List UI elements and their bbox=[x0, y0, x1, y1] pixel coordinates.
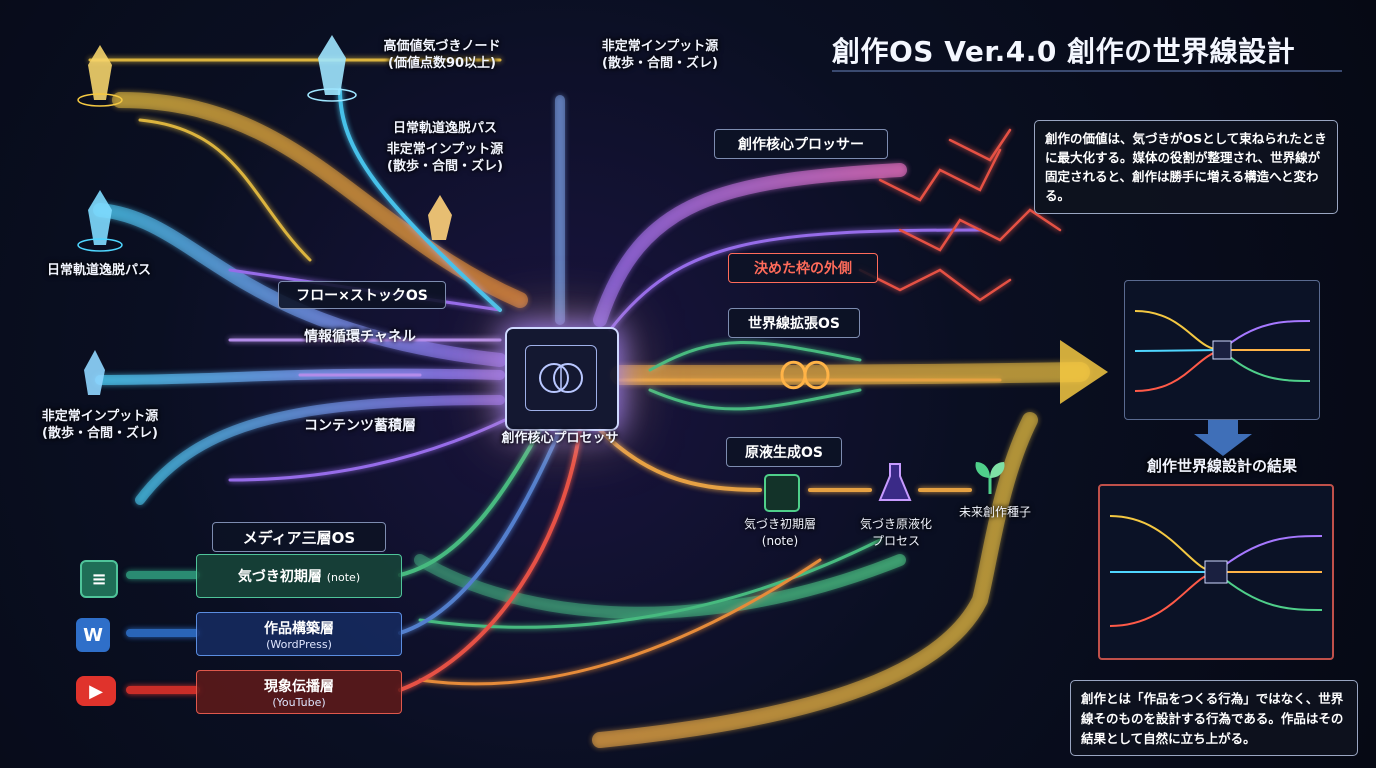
title-divider bbox=[832, 70, 1342, 72]
output-arrow bbox=[1060, 340, 1108, 404]
unusual-input-mid-label: 非定常インプット源 (散歩・合間・ズレ) bbox=[386, 142, 504, 174]
awareness-liquid-step-label: 気づき原液化 プロセス bbox=[859, 517, 932, 548]
flow-orange-main bbox=[610, 362, 1090, 385]
sprout-icon bbox=[975, 462, 1005, 494]
note-doc-icon bbox=[764, 474, 800, 512]
crystal-icon bbox=[88, 45, 112, 100]
high-value-node-label: 高価値気づきノード (価値点数90以上) bbox=[383, 39, 501, 71]
description-top: 創作の価値は、気づきがOSとして束ねられたときに最大化する。媒体の役割が整理され… bbox=[1034, 120, 1338, 214]
crystal-icon bbox=[88, 190, 112, 245]
media-layer-youtube: 現象伝播層 (YouTube) bbox=[196, 670, 402, 714]
media-layer-note: 気づき初期層 (note) bbox=[196, 554, 402, 598]
core-processor-chip bbox=[505, 327, 619, 431]
flow-yellow-top bbox=[112, 92, 528, 308]
infinity-icon bbox=[780, 360, 830, 390]
page-title: 創作OS Ver.4.0 創作の世界線設計 bbox=[832, 35, 1296, 68]
awareness-initial-step-label: 気づき初期層 (note) bbox=[743, 517, 816, 548]
youtube-icon: ▶ bbox=[76, 676, 116, 706]
media-three-layer-os-box: メディア三層OS bbox=[212, 522, 386, 552]
stock-liquid-os-box: 原液生成OS bbox=[726, 437, 842, 467]
crystal-icon bbox=[428, 195, 452, 240]
note-icon: ≡ bbox=[80, 560, 118, 598]
crystal-icon bbox=[318, 35, 346, 95]
description-bottom: 創作とは「作品をつくる行為」ではなく、世界線そのものを設計する行為である。作品は… bbox=[1070, 680, 1358, 756]
result-preview-top bbox=[1124, 280, 1320, 420]
unusual-input-top-label: 非定常インプット源 (散歩・合間・ズレ) bbox=[601, 39, 719, 71]
worldline-os-box: 世界線拡張OS bbox=[728, 308, 860, 338]
result-preview-bottom bbox=[1098, 484, 1334, 660]
core-processor-box: 創作核心プロッサー bbox=[714, 129, 888, 159]
flow-stock-os-box: フロー×ストックOS bbox=[278, 281, 446, 309]
brain-icon bbox=[525, 345, 597, 411]
content-accumulation-label: コンテンツ蓄積層 bbox=[304, 418, 416, 434]
unusual-input-left-label: 非定常インプット源 (散歩・合間・ズレ) bbox=[41, 409, 159, 441]
boundary-box: 決めた枠の外側 bbox=[728, 253, 878, 283]
media-layer-wordpress: 作品構築層 (WordPress) bbox=[196, 612, 402, 656]
future-seed-step-label: 未来創作種子 bbox=[958, 505, 1031, 519]
wordpress-icon: W bbox=[76, 618, 110, 652]
crystal-icon bbox=[84, 350, 105, 395]
flow-cyan-left bbox=[93, 203, 507, 367]
down-arrow bbox=[1194, 420, 1252, 456]
daily-escape-mid-label: 日常軌道逸脱パス bbox=[392, 121, 497, 136]
flask-icon bbox=[878, 463, 912, 501]
crystal-icons bbox=[77, 35, 452, 395]
daily-escape-left-label: 日常軌道逸脱パス bbox=[46, 263, 151, 278]
info-circulation-label: 情報循環チャネル bbox=[304, 329, 416, 345]
result-title: 創作世界線設計の結果 bbox=[1146, 457, 1297, 475]
core-processor-label: 創作核心プロセッサ bbox=[501, 431, 619, 446]
